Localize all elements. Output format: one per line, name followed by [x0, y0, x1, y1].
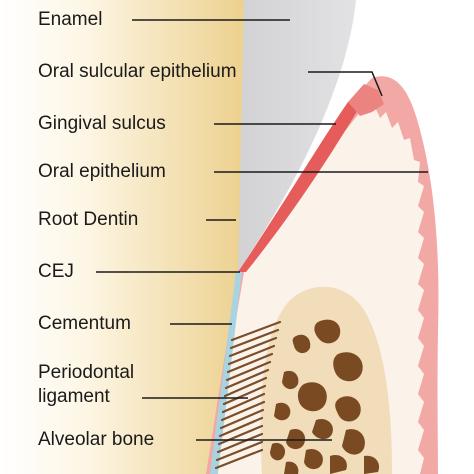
- alveolar-bone: [260, 286, 392, 474]
- leader-oral-sulcular-epithelium: [308, 71, 383, 97]
- label-periodontal-ligament-line2: ligament: [38, 386, 110, 407]
- sulcular-epithelium: [238, 90, 370, 272]
- cementum-layer: [210, 272, 242, 474]
- label-cementum: Cementum: [38, 313, 131, 334]
- enamel-region: [238, 0, 356, 272]
- label-oral-sulcular-epithelium: Oral sulcular epithelium: [38, 61, 237, 82]
- label-gingival-sulcus: Gingival sulcus: [38, 113, 166, 134]
- label-root-dentin: Root Dentin: [38, 209, 139, 230]
- label-alveolar-bone: Alveolar bone: [38, 429, 155, 450]
- label-oral-epithelium: Oral epithelium: [38, 161, 166, 182]
- bone-marrow-spaces: [270, 319, 380, 474]
- root-dentin-region: [0, 0, 246, 474]
- sulcular-epithelium-tip: [348, 84, 384, 116]
- label-cej: CEJ: [38, 261, 74, 282]
- ligament-fibers: [214, 320, 282, 470]
- label-enamel: Enamel: [38, 9, 103, 30]
- label-periodontal-ligament: Periodontal ligament: [38, 361, 134, 409]
- leader-lines: [96, 19, 428, 441]
- label-periodontal-ligament-line1: Periodontal: [38, 362, 135, 383]
